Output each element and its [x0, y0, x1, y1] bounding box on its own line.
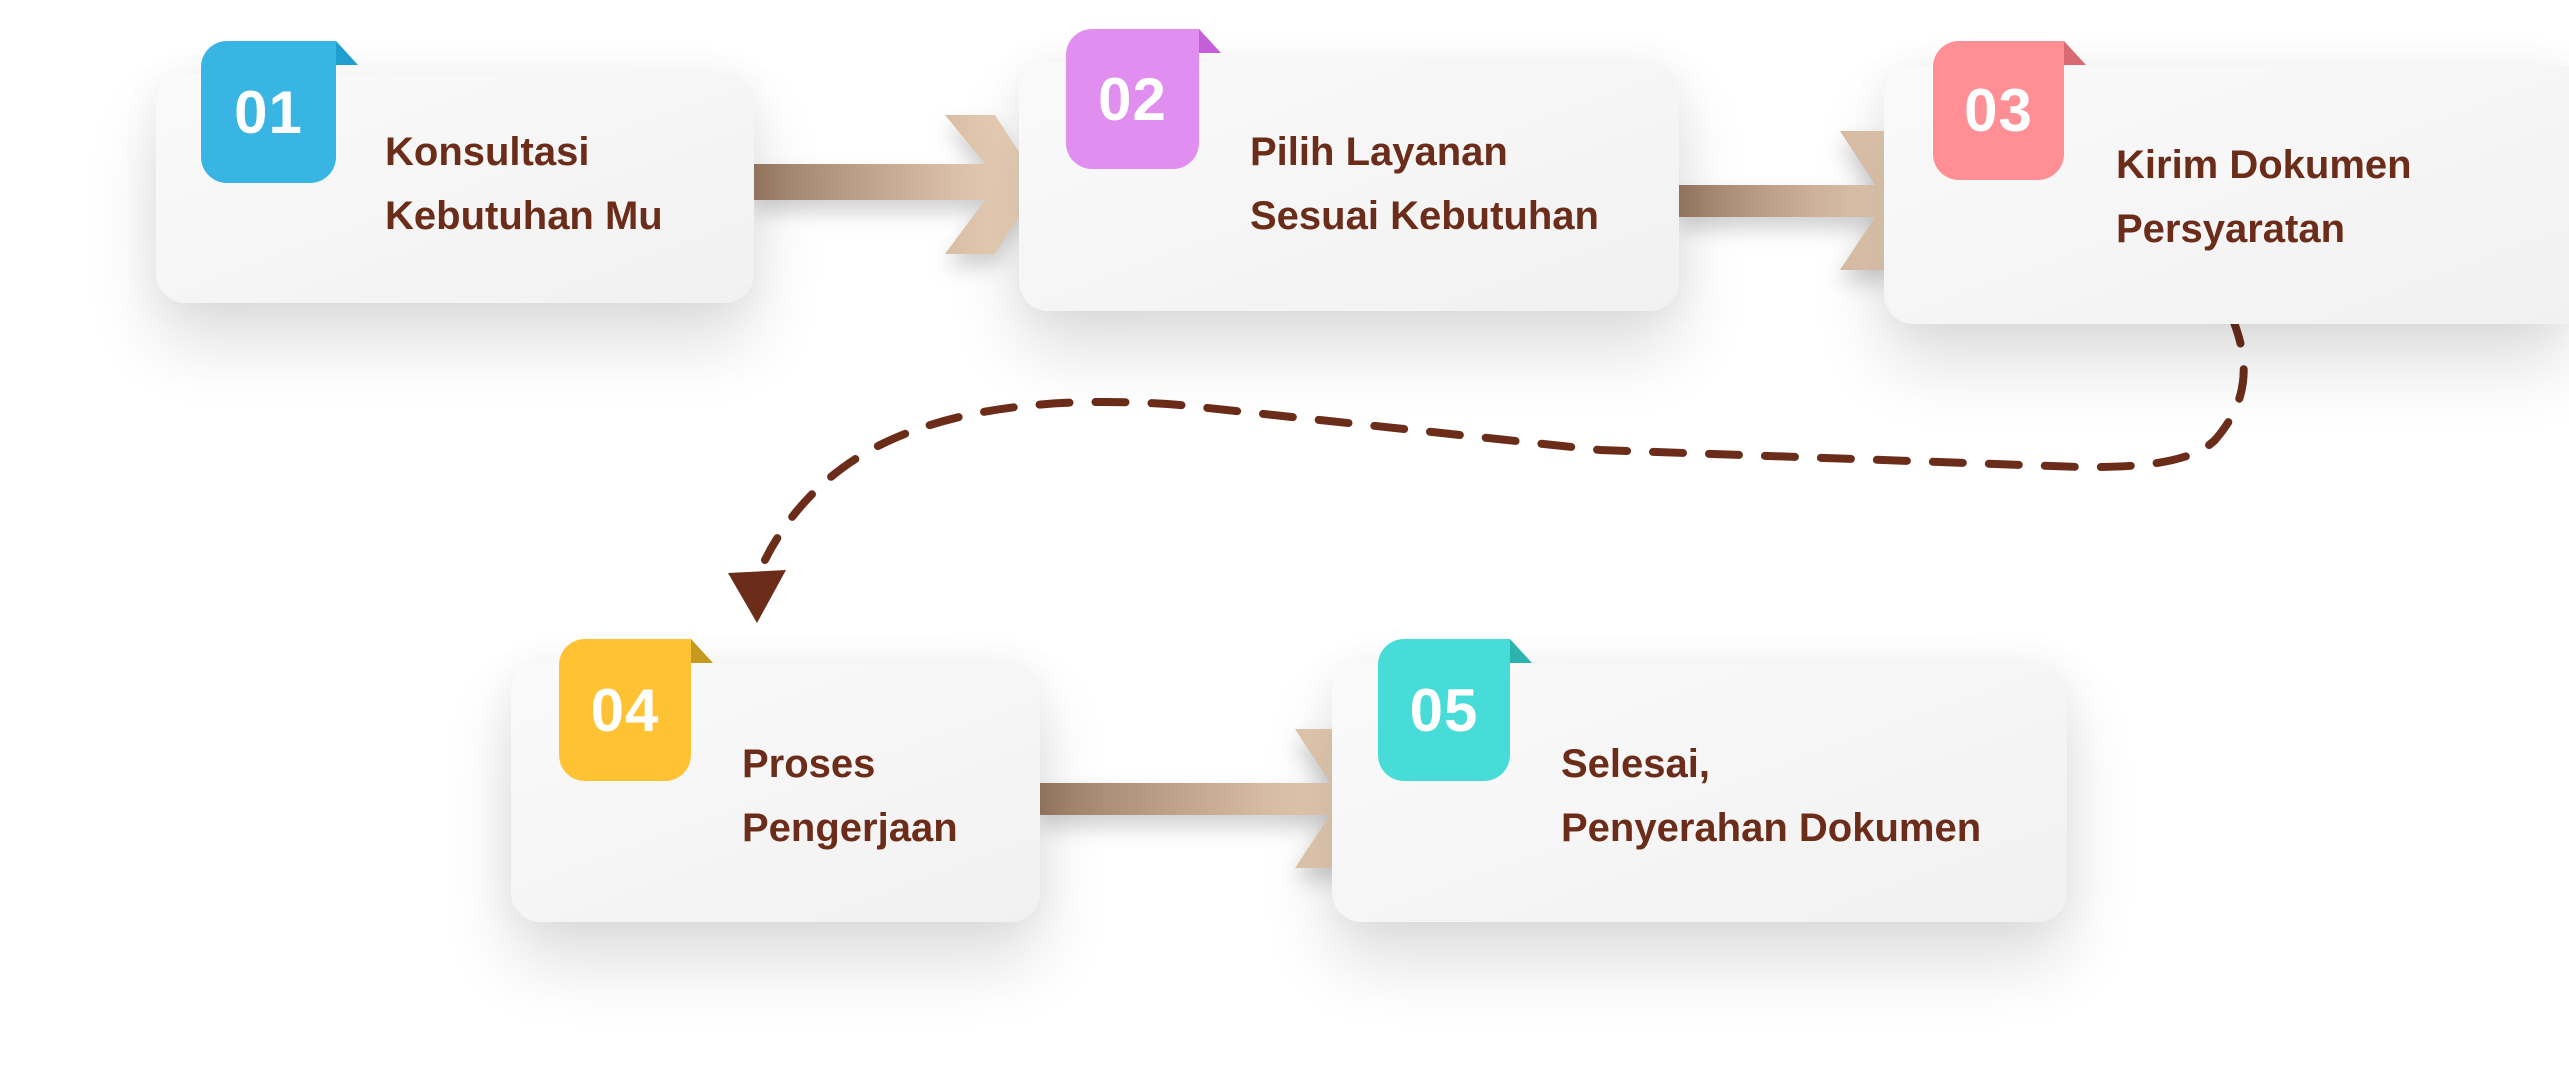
- step-label-line2: Persyaratan: [2116, 207, 2346, 251]
- arrow-1-to-2: [754, 115, 1040, 254]
- badge-fold-5: [1510, 639, 1532, 663]
- badge-fold-3: [2064, 41, 2086, 65]
- step-label-2: Pilih Layanan Sesuai Kebutuhan: [1250, 120, 1599, 248]
- step-label-line1: Pilih Layanan: [1250, 130, 1508, 174]
- step-label-line2: Kebutuhan Mu: [385, 194, 663, 238]
- dashed-connector-3-to-4: [761, 311, 2248, 564]
- step-label-line1: Konsultasi: [385, 130, 590, 174]
- step-label-line1: Kirim Dokumen: [2116, 143, 2412, 187]
- step-label-line2: Pengerjaan: [742, 806, 958, 850]
- step-label-3: Kirim Dokumen Persyaratan: [2116, 133, 2412, 261]
- step-label-1: Konsultasi Kebutuhan Mu: [385, 120, 663, 248]
- step-label-line2: Sesuai Kebutuhan: [1250, 194, 1599, 238]
- step-label-line2: Penyerahan Dokumen: [1561, 806, 1982, 850]
- badge-fold-2: [1199, 29, 1221, 53]
- step-number-badge-2: 02: [1066, 29, 1199, 169]
- step-label-4: Proses Pengerjaan: [742, 732, 958, 860]
- step-label-line1: Selesai,: [1561, 742, 1711, 786]
- arrow-2-to-3: [1679, 131, 1925, 270]
- badge-fold-4: [691, 639, 713, 663]
- step-label-5: Selesai, Penyerahan Dokumen: [1561, 732, 1981, 860]
- step-number-badge-3: 03: [1933, 41, 2064, 180]
- step-number-badge-5: 05: [1378, 639, 1510, 781]
- step-label-line1: Proses: [742, 742, 876, 786]
- arrow-4-to-5: [1040, 729, 1384, 868]
- dashed-connector-arrowhead: [728, 570, 786, 623]
- step-number-badge-1: 01: [201, 41, 336, 183]
- step-number-badge-4: 04: [559, 639, 691, 781]
- badge-fold-1: [336, 41, 358, 65]
